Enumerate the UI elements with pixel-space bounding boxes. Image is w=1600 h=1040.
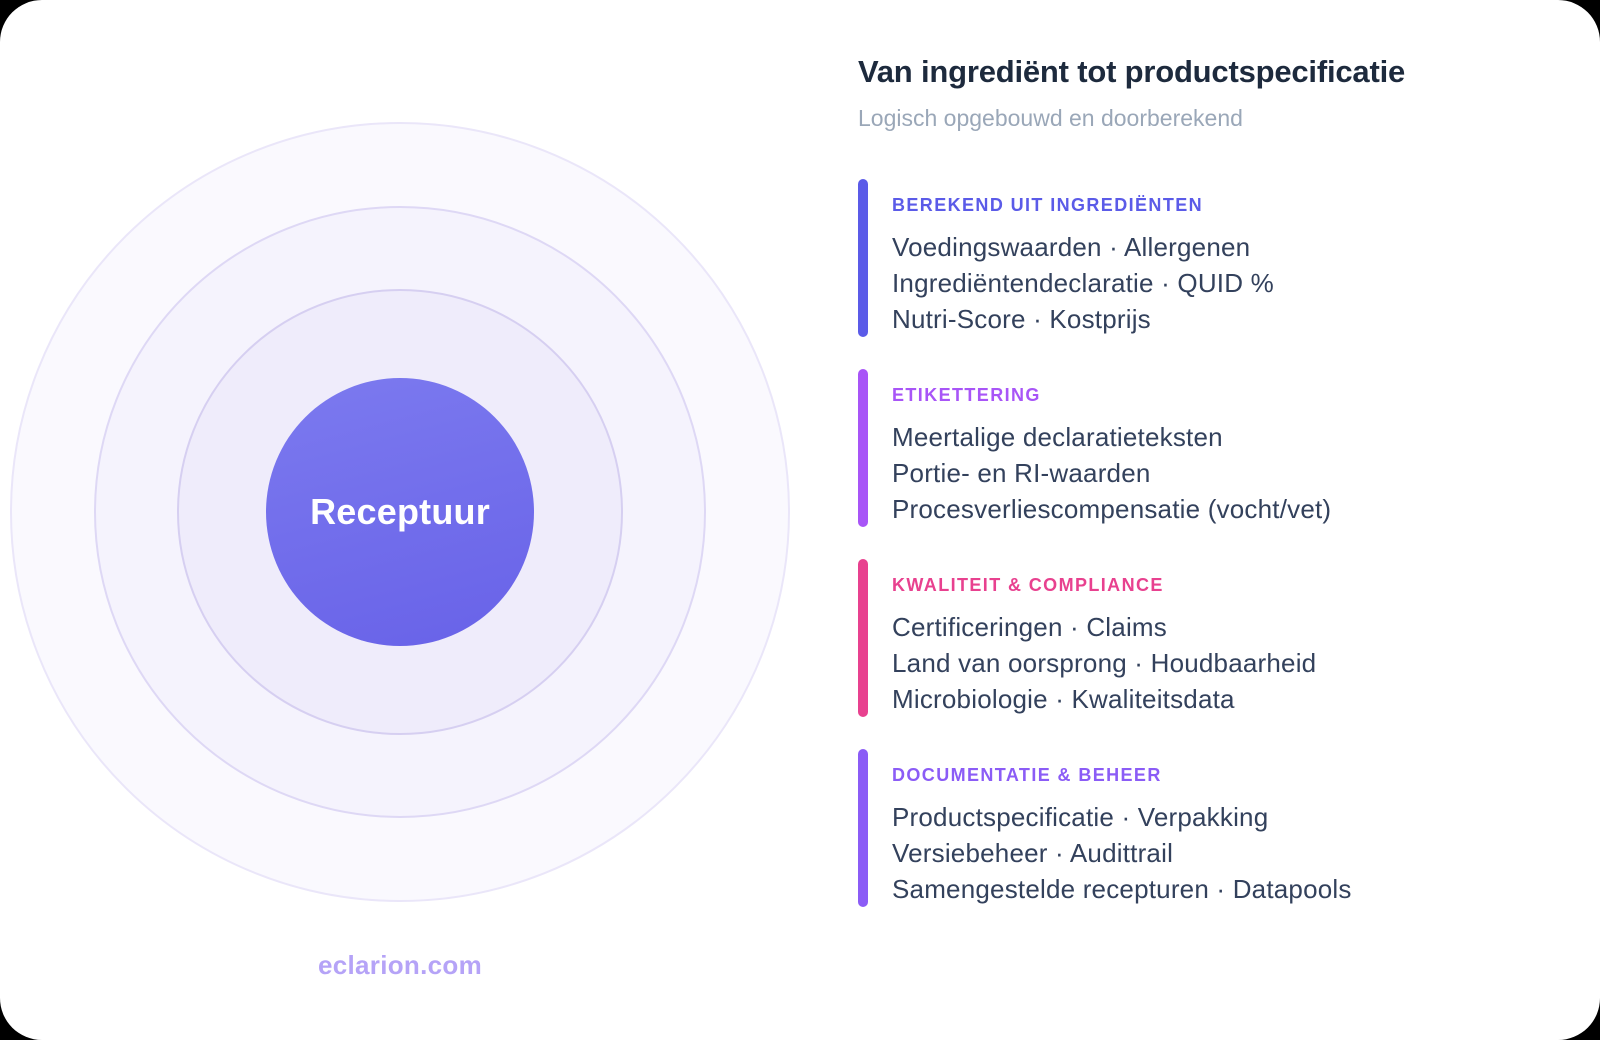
section-heading: KWALITEIT & COMPLIANCE [892,575,1164,595]
section-berekend-uit-ingredienten: BEREKEND UIT INGREDIËNTEN Voedingswaarde… [858,179,1538,337]
section-kwaliteit-compliance: KWALITEIT & COMPLIANCE Certificeringen ·… [858,559,1538,717]
section-line: Samengestelde recepturen · Datapools [892,874,1352,904]
section-line: Land van oorsprong · Houdbaarheid [892,648,1317,678]
content-column: Van ingrediënt tot productspecificatie L… [858,52,1538,939]
section-line: Meertalige declaratieteksten [892,422,1223,452]
section-heading: DOCUMENTATIE & BEHEER [892,765,1162,785]
page-title: Van ingrediënt tot productspecificatie [858,54,1406,89]
section-line: Ingrediëntendeclaratie · QUID % [892,268,1274,298]
concentric-diagram: Receptuur eclarion.com [10,122,790,980]
section-line: Procesverliescompensatie (vocht/vet) [892,494,1332,524]
accent-bar [858,179,868,337]
section-line: Portie- en RI-waarden [892,458,1151,488]
accent-bar [858,749,868,907]
receptuur-circle: Receptuur [266,378,534,646]
receptuur-label: Receptuur [310,491,490,532]
section-line: Nutri-Score · Kostprijs [892,304,1151,334]
section-heading: BEREKEND UIT INGREDIËNTEN [892,195,1204,215]
accent-bar [858,369,868,527]
section-line: Voedingswaarden · Allergenen [892,232,1251,262]
section-documentatie-beheer: DOCUMENTATIE & BEHEER Productspecificati… [858,749,1538,907]
section-heading: ETIKETTERING [892,385,1041,405]
page-subtitle: Logisch opgebouwd en doorberekend [858,105,1243,131]
section-etikettering: ETIKETTERING Meertalige declaratietekste… [858,369,1538,527]
accent-bar [858,559,868,717]
section-line: Certificeringen · Claims [892,612,1167,642]
section-line: Microbiologie · Kwaliteitsdata [892,684,1235,714]
section-line: Versiebeheer · Audittrail [892,838,1174,868]
section-line: Productspecificatie · Verpakking [892,802,1269,832]
section-list: BEREKEND UIT INGREDIËNTEN Voedingswaarde… [858,179,1538,939]
website-link[interactable]: eclarion.com [318,950,482,980]
